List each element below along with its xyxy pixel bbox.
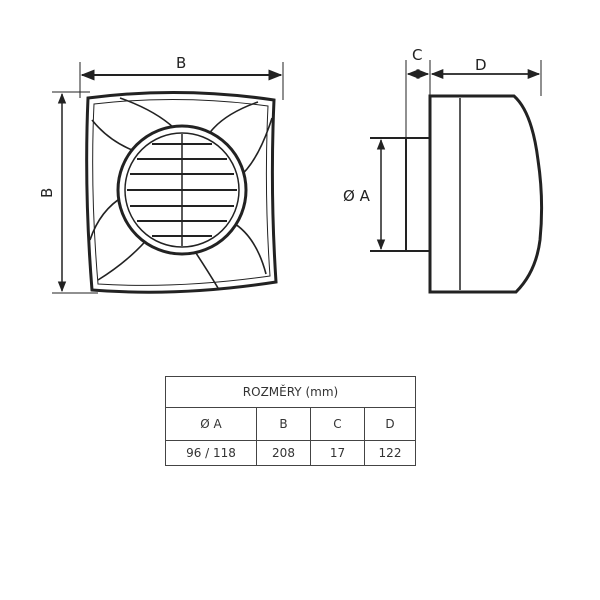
- value-cell-c: 17: [310, 440, 365, 466]
- side-spigot: [405, 137, 431, 252]
- front-height-label: B: [38, 188, 56, 198]
- front-body-outline: [85, 90, 278, 294]
- side-view: [370, 60, 544, 294]
- dimension-a-label: Ø A: [343, 187, 371, 205]
- dimension-d-label: D: [475, 56, 487, 74]
- dimensions-table: ROZMĚRY (mm) Ø A B C D 96 / 118 208 17 1…: [165, 376, 416, 466]
- side-body-outline: [428, 94, 544, 294]
- front-body-inner-outline: [92, 98, 271, 286]
- dimensions-table-title-row: ROZMĚRY (mm): [165, 376, 416, 408]
- dimension-c-label: C: [412, 46, 422, 64]
- dimensions-table-header-row: Ø A B C D: [165, 407, 416, 441]
- header-cell-a: Ø A: [165, 407, 257, 441]
- front-width-label: B: [176, 54, 186, 72]
- front-view: [52, 62, 284, 294]
- header-cell-c: C: [310, 407, 365, 441]
- grille-slats: [127, 134, 237, 246]
- value-cell-a: 96 / 118: [165, 440, 257, 466]
- dimensions-table-title: ROZMĚRY (mm): [165, 376, 416, 408]
- header-cell-d: D: [364, 407, 416, 441]
- dimensions-table-value-row: 96 / 118 208 17 122: [165, 440, 416, 466]
- grille-inner-ring: [124, 132, 240, 248]
- value-cell-b: 208: [256, 440, 311, 466]
- fan-technical-drawing: B B C D Ø A: [38, 46, 544, 294]
- header-cell-b: B: [256, 407, 311, 441]
- value-cell-d: 122: [364, 440, 416, 466]
